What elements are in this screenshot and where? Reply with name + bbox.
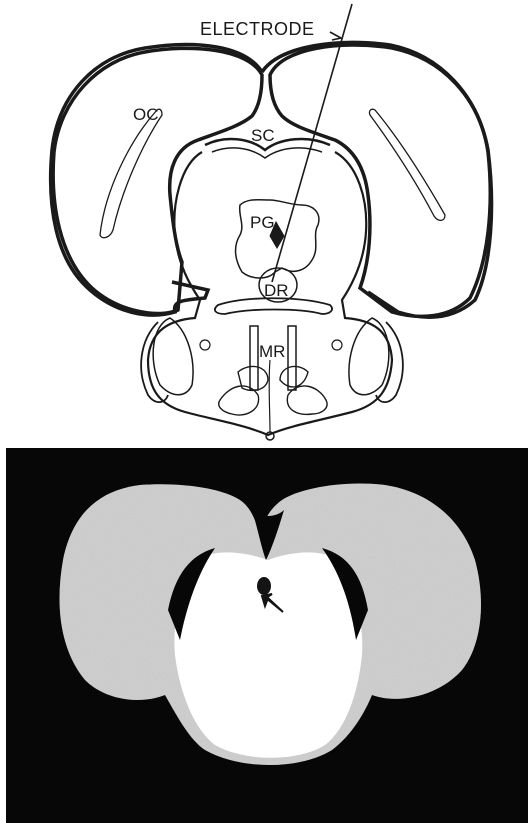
right-cortex-stripe (369, 109, 445, 220)
left-occipital-cortex (53, 48, 262, 313)
histology-photograph (6, 448, 528, 823)
sc-label: SC (251, 126, 275, 145)
electrode-arrow (330, 32, 341, 40)
aqueduct-dot (257, 577, 271, 595)
right-lateral-lobe (349, 318, 389, 395)
left-small-nucleus (200, 340, 210, 350)
right-outer-lateral-lobe (376, 322, 403, 402)
midline-groove (269, 360, 270, 432)
pg-label: PG (250, 213, 275, 232)
left-cortex-stripe (100, 109, 162, 237)
mr-label: MR (259, 342, 285, 361)
dr-label: DR (264, 281, 289, 300)
median-raphe-right-tract (288, 326, 296, 390)
electrode-label: ELECTRODE (200, 19, 315, 39)
right-occipital-cortex (270, 45, 490, 316)
right-small-nucleus (332, 340, 342, 350)
transverse-band (215, 298, 332, 314)
left-lateral-lobe (153, 318, 193, 395)
median-raphe-left-tract (250, 326, 258, 390)
right-lower-lobules (280, 366, 327, 414)
left-lower-lobules (219, 366, 268, 415)
oc-label: OC (133, 105, 159, 124)
